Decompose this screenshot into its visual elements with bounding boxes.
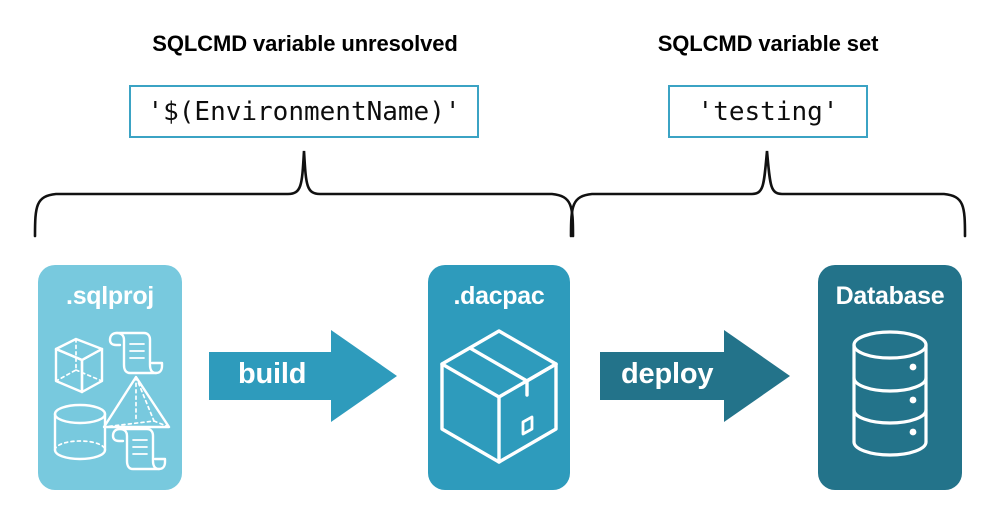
brace-right [569,150,967,238]
arrow-deploy-label: deploy [621,358,714,390]
scroll-icon [111,427,167,471]
section-caption-unresolved: SQLCMD variable unresolved [152,31,458,56]
brace-left [33,150,575,238]
card-dacpac-title: .dacpac [453,282,545,310]
arrow-build-label: build [238,358,307,390]
card-dacpac: .dacpac [428,265,570,490]
database-artwork [852,330,928,457]
dacpac-artwork [440,329,558,464]
section-caption-set: SQLCMD variable set [657,31,879,56]
cylinder-icon [53,403,107,461]
card-sqlproj-title: .sqlproj [66,282,154,310]
card-database: Database [818,265,962,490]
sqlproj-artwork [53,331,171,471]
pyramid-icon [102,375,171,429]
code-value-box-unresolved: '$(EnvironmentName)' [129,85,479,138]
arrow-build [209,330,397,422]
cube-icon [54,337,104,394]
database-cylinder-icon [852,330,928,457]
card-sqlproj: .sqlproj [38,265,182,490]
card-database-title: Database [835,282,945,310]
scroll-icon [108,331,164,375]
code-value-box-set: 'testing' [668,85,868,138]
package-box-icon [440,329,558,464]
arrow-deploy [600,330,790,422]
